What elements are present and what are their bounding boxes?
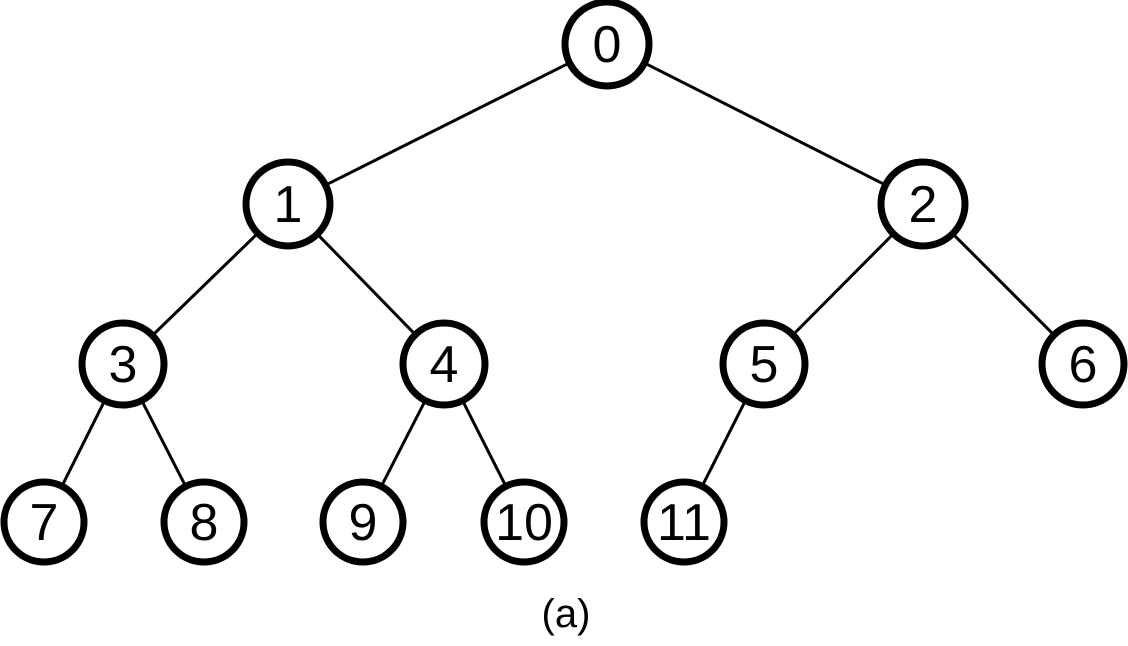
- node-circle-11[interactable]: [640, 478, 728, 566]
- node-circle-6[interactable]: [1038, 319, 1128, 409]
- tree-edge-3-8: [140, 399, 187, 488]
- node-circle-7[interactable]: [0, 478, 88, 566]
- tree-edge-2-6: [951, 232, 1055, 336]
- node-circle-1[interactable]: [242, 158, 334, 250]
- tree-node-5[interactable]: 5: [719, 319, 809, 409]
- figure-caption: (a): [542, 592, 591, 636]
- node-circle-5[interactable]: [719, 319, 809, 409]
- tree-edge-4-9: [380, 399, 427, 488]
- tree-edge-2-5: [792, 233, 895, 336]
- node-label-2: 2: [909, 176, 938, 234]
- tree-edge-4-10: [461, 399, 507, 487]
- node-label-7: 7: [30, 494, 59, 552]
- node-label-4: 4: [430, 336, 459, 394]
- node-label-8: 8: [190, 494, 219, 552]
- tree-node-2[interactable]: 2: [877, 158, 969, 250]
- node-label-1: 1: [274, 176, 303, 234]
- node-label-5: 5: [750, 336, 779, 394]
- tree-edge-0-2: [643, 61, 887, 187]
- node-label-0: 0: [593, 16, 622, 74]
- node-circle-10[interactable]: [480, 478, 568, 566]
- node-label-9: 9: [349, 494, 378, 552]
- tree-node-11[interactable]: 11: [640, 478, 728, 566]
- tree-edge-0-1: [324, 61, 571, 187]
- tree-node-7[interactable]: 7: [0, 478, 88, 566]
- node-label-11: 11: [657, 494, 711, 552]
- tree-node-9[interactable]: 9: [319, 478, 407, 566]
- tree-node-3[interactable]: 3: [78, 319, 168, 409]
- tree-edge-3-7: [60, 400, 106, 487]
- tree-edge-1-4: [316, 233, 417, 336]
- tree-node-4[interactable]: 4: [399, 319, 489, 409]
- node-label-10: 10: [495, 494, 553, 552]
- node-circle-4[interactable]: [399, 319, 489, 409]
- tree-node-10[interactable]: 10: [480, 478, 568, 566]
- node-circle-2[interactable]: [877, 158, 969, 250]
- tree-node-6[interactable]: 6: [1038, 319, 1128, 409]
- node-circle-9[interactable]: [319, 478, 407, 566]
- edges-layer: [60, 61, 1055, 488]
- node-circle-0[interactable]: [561, 0, 653, 90]
- tree-node-1[interactable]: 1: [242, 158, 334, 250]
- tree-edge-1-3: [151, 232, 259, 337]
- tree-node-8[interactable]: 8: [160, 478, 248, 566]
- node-label-3: 3: [109, 336, 138, 394]
- node-circle-8[interactable]: [160, 478, 248, 566]
- node-label-6: 6: [1069, 336, 1098, 394]
- nodes-layer: 0 1 2 3 4 5 6 7 8 9 10 11: [0, 0, 1128, 566]
- tree-node-0[interactable]: 0: [561, 0, 653, 90]
- node-circle-3[interactable]: [78, 319, 168, 409]
- tree-edge-5-11: [701, 399, 747, 487]
